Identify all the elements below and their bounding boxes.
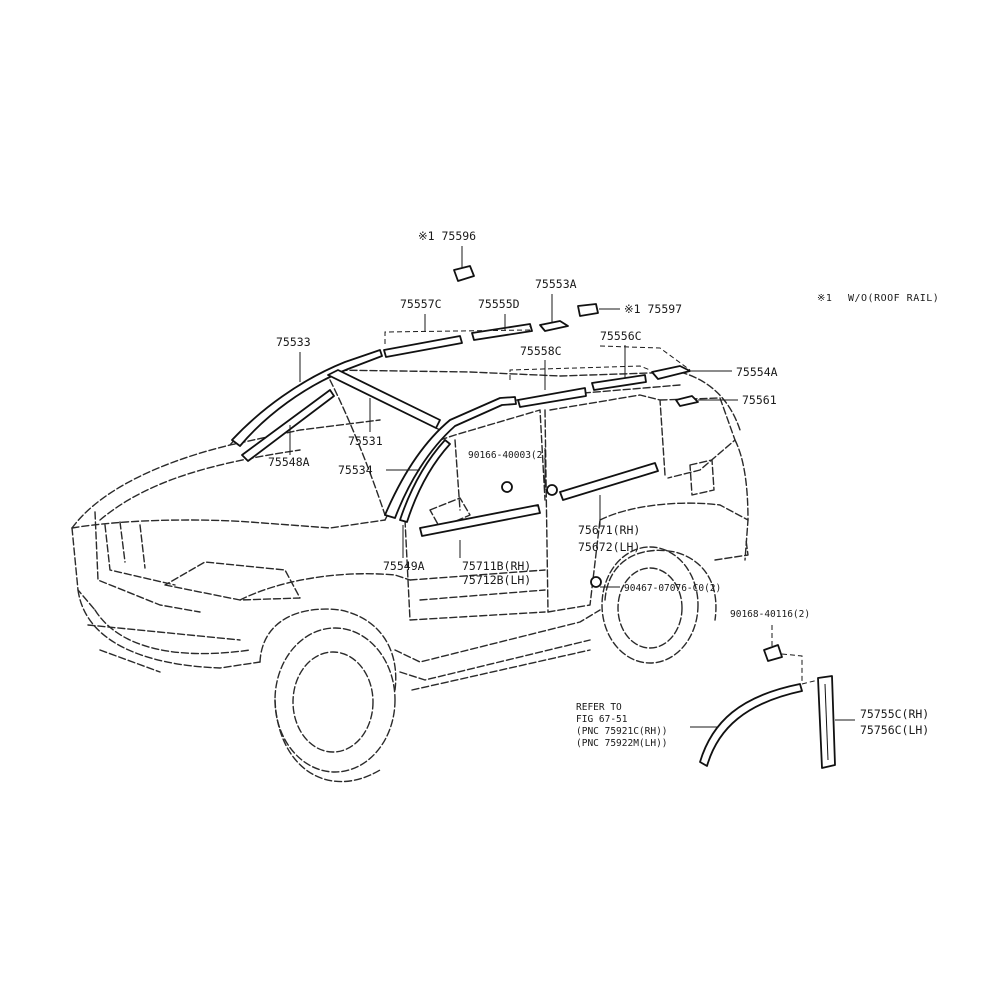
part-75671: [559, 462, 659, 501]
label-75549a: 75549A: [383, 559, 425, 573]
label-90467: 90467-07076-C0(2): [624, 583, 721, 594]
leader-lines: [289, 246, 855, 728]
part-75553a: [539, 320, 569, 332]
refer-line-3: (PNC 75921C(RH)): [576, 726, 668, 737]
part-75555d: [471, 323, 533, 341]
refer-line-1: REFER TO: [576, 702, 622, 713]
label-75548a: 75548A: [268, 455, 310, 469]
label-75671: 75671(RH): [578, 523, 640, 537]
part-75597: [577, 303, 599, 317]
part-75558c: [517, 387, 587, 408]
part-90166-a: [501, 481, 513, 493]
label-75556c: 75556C: [600, 329, 642, 343]
part-90467: [590, 576, 602, 588]
part-75531: [327, 369, 441, 429]
part-90168: [763, 644, 783, 662]
label-75558c: 75558C: [520, 344, 562, 358]
part-75711b: [419, 504, 541, 537]
part-75561: [675, 395, 699, 407]
label-90166: 90166-40003(2): [468, 450, 548, 461]
label-75711b: 75711B(RH): [462, 559, 531, 573]
label-75534: 75534: [338, 463, 373, 477]
part-75548a: [241, 389, 335, 462]
parts: [231, 265, 836, 769]
part-90166-b: [546, 484, 558, 496]
label-75596: ※1 75596: [418, 229, 476, 243]
label-75756c: 75756C(LH): [860, 723, 929, 737]
label-75557c: 75557C: [400, 297, 442, 311]
label-75755c: 75755C(RH): [860, 707, 929, 721]
note-marker: ※1: [817, 293, 832, 304]
refer-line-4: (PNC 75922M(LH)): [576, 738, 668, 749]
part-75557c: [383, 335, 463, 358]
note-text: W/O(ROOF RAIL): [848, 293, 939, 304]
label-75531: 75531: [348, 434, 383, 448]
vehicle-outline: [71, 369, 749, 783]
label-75561: 75561: [742, 393, 777, 407]
refer-line-2: FIG 67-51: [576, 714, 628, 725]
part-75534: [384, 396, 517, 519]
label-90168: 90168-40116(2): [730, 609, 810, 620]
label-75533: 75533: [276, 335, 311, 349]
part-75549a: [399, 439, 451, 523]
label-75712b: 75712B(LH): [462, 573, 531, 587]
refer-to-note: REFER TO FIG 67-51 (PNC 75921C(RH)) (PNC…: [576, 702, 668, 749]
part-75554a: [651, 365, 691, 380]
part-75556c: [591, 374, 647, 391]
part-75596: [453, 265, 475, 282]
label-75553a: 75553A: [535, 277, 577, 291]
label-75597: ※1 75597: [624, 302, 682, 316]
label-75555d: 75555D: [478, 297, 520, 311]
label-75554a: 75554A: [736, 365, 778, 379]
part-75533: [231, 349, 383, 447]
part-refer-moulding: [699, 683, 803, 767]
label-75672: 75672(LH): [578, 540, 640, 554]
